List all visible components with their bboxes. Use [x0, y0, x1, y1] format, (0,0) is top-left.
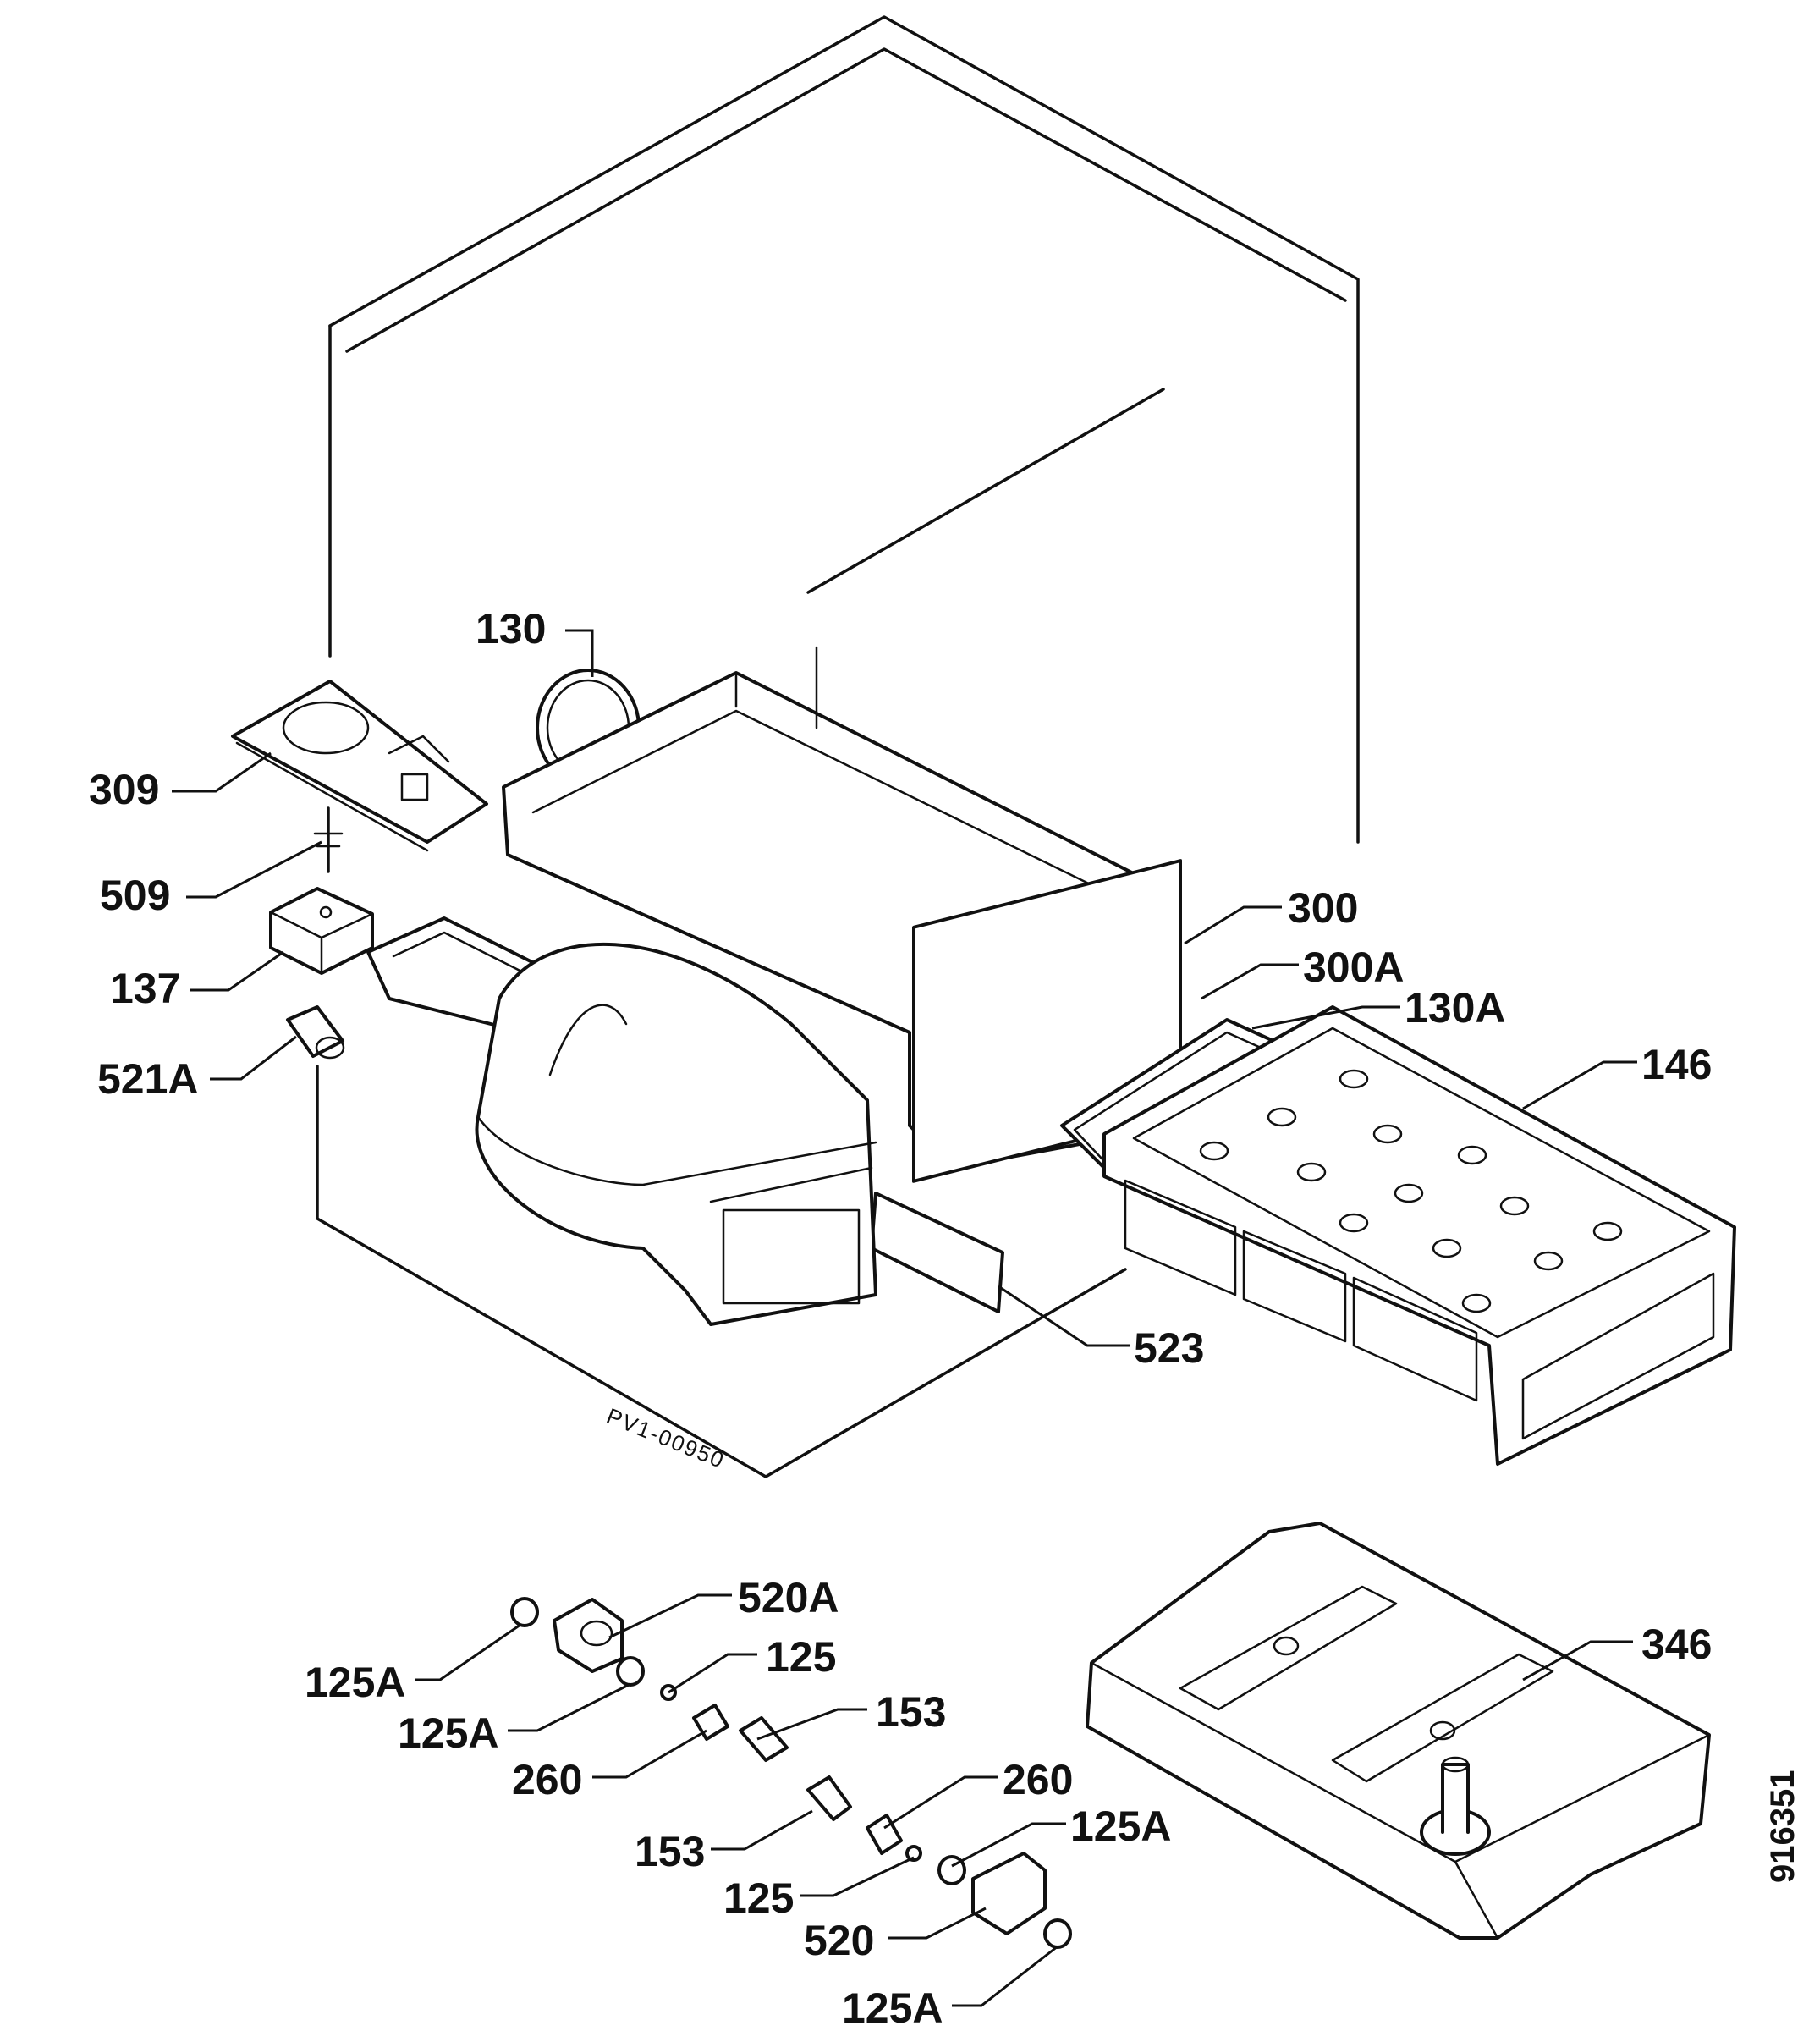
label-509: 509: [100, 872, 170, 919]
piston-153-2: [806, 1775, 852, 1821]
label-520A: 520A: [738, 1574, 839, 1621]
leader-lines: [172, 629, 1637, 2007]
label-130: 130: [476, 605, 546, 652]
o-ring-125A-2: [616, 1656, 645, 1687]
part-509-pin: [313, 806, 344, 873]
part-146-condenser: [1102, 1005, 1736, 1466]
label-300A: 300A: [1303, 944, 1405, 991]
part-labels: 130 309 509 137 521A 300 300A 130A 146 5…: [89, 605, 1712, 2031]
label-153-1: 153: [876, 1688, 946, 1736]
label-523: 523: [1134, 1324, 1204, 1372]
label-146: 146: [1641, 1041, 1712, 1088]
label-125-2: 125: [723, 1874, 794, 1922]
part-521A-cylinder: [286, 1005, 345, 1060]
label-520: 520: [804, 1917, 874, 1964]
valve-assembly: [510, 1597, 1072, 1949]
label-300: 300: [1288, 884, 1358, 932]
cabinet-outline: [316, 15, 1360, 1478]
condenser-louvers: [1124, 1179, 1715, 1440]
label-130A: 130A: [1405, 984, 1506, 1032]
part-520-valve-body: [971, 1852, 1047, 1935]
label-125A-3: 125A: [1070, 1803, 1172, 1850]
label-260-1: 260: [512, 1756, 582, 1803]
o-ring-125A-4: [1043, 1918, 1072, 1949]
label-125A-4: 125A: [842, 1984, 943, 2031]
label-125A-2: 125A: [398, 1709, 499, 1757]
label-137: 137: [110, 965, 180, 1012]
label-521A: 521A: [97, 1055, 199, 1103]
part-346-water-container: [1086, 1522, 1711, 1940]
label-125A-1: 125A: [305, 1659, 406, 1706]
part-137-block: [269, 887, 374, 975]
label-153-2: 153: [635, 1828, 705, 1875]
label-125-1: 125: [766, 1633, 836, 1681]
spring-260-2: [866, 1814, 903, 1855]
o-ring-125A-1: [510, 1597, 539, 1627]
part-300-air-duct: [502, 646, 1182, 1183]
piston-153-1: [739, 1716, 789, 1762]
condenser-holes: [1199, 1069, 1623, 1313]
label-346: 346: [1641, 1621, 1712, 1668]
fan-housing: [475, 942, 877, 1326]
label-309: 309: [89, 766, 159, 813]
document-number: 916351: [1764, 1770, 1801, 1883]
part-309-bracket: [231, 680, 488, 852]
o-ring-125-2: [905, 1845, 922, 1862]
part-520A-valve-body: [553, 1598, 624, 1673]
label-260-2: 260: [1003, 1756, 1073, 1803]
drawing-code: PV1-00950: [603, 1403, 729, 1473]
